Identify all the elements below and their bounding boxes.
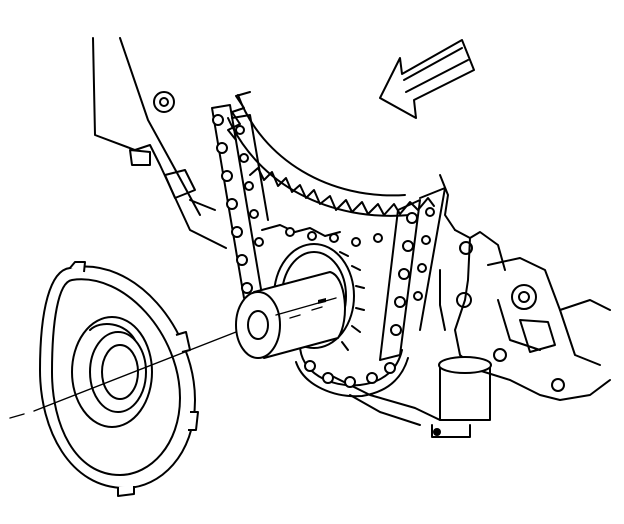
direction-arrow [379,39,475,119]
centerline [9,331,237,419]
oil-slinger [39,261,199,497]
engine-block [92,37,611,426]
oil-pump-drive [431,356,492,438]
crankshaft-nose [235,271,346,359]
